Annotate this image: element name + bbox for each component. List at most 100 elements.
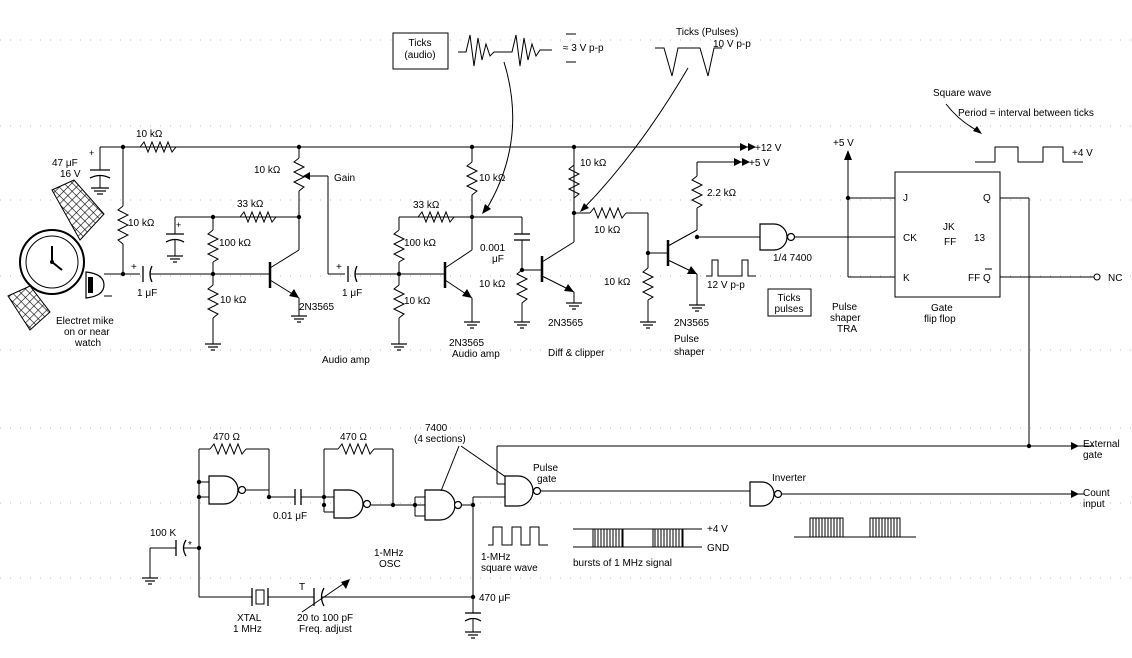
ff-jk-label: JK bbox=[943, 222, 955, 233]
osc-label: 1-MHz bbox=[374, 548, 403, 559]
resistor-10k-collector-3-label: 10 kΩ bbox=[580, 158, 607, 169]
crystal-1mhz bbox=[255, 589, 265, 605]
ff-k-pin: K bbox=[903, 273, 910, 284]
pulse-ticks-waveform bbox=[655, 47, 722, 77]
resistor-470-1-label: 470 Ω bbox=[213, 432, 240, 443]
external-gate-sublabel: gate bbox=[1083, 450, 1103, 461]
resistor-10k-base-2-label: 10 kΩ bbox=[404, 296, 431, 307]
audio-ticks-waveform bbox=[458, 34, 552, 67]
trimmer-t-label: T bbox=[299, 582, 305, 593]
resistor-10k-emitter-3 bbox=[641, 267, 655, 301]
resistor-10k-base-4-label: 10 kΩ bbox=[594, 225, 621, 236]
period-label: Period = interval between ticks bbox=[958, 108, 1094, 119]
plus12v-label: +12 V bbox=[755, 143, 782, 154]
nand7400-label: 7400 bbox=[425, 423, 448, 434]
cap-1uf-1-plus: + bbox=[131, 262, 137, 273]
osc-nand-gate-2 bbox=[333, 489, 364, 519]
nand-gate-7400-quarter bbox=[759, 223, 788, 251]
audio-ticks-label-box: Ticks (audio) bbox=[392, 32, 449, 70]
ff-pin-number: 13 bbox=[974, 233, 986, 244]
pulse-gate-nand bbox=[504, 475, 534, 507]
ff-ff-label: FF bbox=[944, 237, 956, 248]
resistor-10k-bias bbox=[116, 205, 130, 245]
cap-47uf-voltage: 16 V bbox=[60, 169, 81, 180]
inverter-nand bbox=[749, 481, 775, 507]
resistor-10k-emitter-3-label: 10 kΩ bbox=[604, 277, 631, 288]
pulse-gate-sublabel: gate bbox=[537, 474, 557, 485]
bursts-waveform bbox=[573, 528, 702, 548]
nand7400-sublabel: (4 sections) bbox=[414, 434, 466, 445]
pulses-amplitude-label: 10 V p-p bbox=[713, 39, 751, 50]
count-input-label: Count bbox=[1083, 488, 1110, 499]
ticks-pulses-label-box: Ticks pulses bbox=[767, 288, 812, 317]
trimmer-sublabel: Freq. adjust bbox=[299, 624, 352, 635]
gain-potentiometer[interactable] bbox=[292, 157, 306, 192]
cap-1uf-1-label: 1 μF bbox=[137, 288, 157, 299]
ff-q-pin: Q bbox=[983, 193, 991, 204]
resistor-10k-diff-label: 10 kΩ bbox=[479, 279, 506, 290]
diff-clipper-label: Diff & clipper bbox=[548, 348, 605, 359]
bursts-voltage-label: +4 V bbox=[707, 524, 728, 535]
square-wave-label: Square wave bbox=[933, 88, 992, 99]
plus5v-ff-label: +5 V bbox=[833, 138, 854, 149]
gate-ff-label: Gate bbox=[931, 303, 953, 314]
pulse-shaper-sublabel: shaper bbox=[674, 347, 705, 358]
resistor-10k-collector-3 bbox=[567, 164, 581, 199]
resistor-100k-1-label: 100 kΩ bbox=[219, 238, 251, 249]
resistor-10k-top bbox=[139, 140, 177, 154]
cap-47uf-plus-sign: + bbox=[89, 148, 94, 158]
bursts-label: bursts of 1 MHz signal bbox=[573, 558, 672, 569]
osc-sublabel: OSC bbox=[379, 559, 401, 570]
ff-qbar-pin: FF Q bbox=[968, 273, 991, 284]
transistor-q2-label: 2N3565 bbox=[449, 338, 484, 349]
osc-nand-gate-3 bbox=[424, 489, 456, 521]
ff-ck-pin: CK bbox=[903, 233, 917, 244]
resistor-100k-2 bbox=[392, 229, 406, 263]
pulse-shaper-tra-sublabel: shaper bbox=[830, 313, 861, 324]
osc-asterisk: * bbox=[188, 540, 192, 551]
resistor-100k-osc-label: 100 K bbox=[150, 528, 176, 539]
mike-label-line2: on or near bbox=[64, 327, 110, 338]
count-input-sublabel: input bbox=[1083, 499, 1105, 510]
square-1mhz-waveform bbox=[488, 526, 548, 546]
resistor-100k-2-label: 100 kΩ bbox=[404, 238, 436, 249]
resistor-10k-base-2 bbox=[392, 284, 406, 319]
square-1mhz-sublabel: square wave bbox=[481, 563, 538, 574]
resistor-10k-base-1 bbox=[206, 284, 220, 319]
cap-470uf-label: 470 μF bbox=[479, 593, 510, 604]
ticks-audio-label: Ticks bbox=[409, 38, 432, 49]
square-wave-waveform bbox=[975, 146, 1083, 163]
resistor-33k-1-label: 33 kΩ bbox=[237, 199, 264, 210]
trimmer-label: 20 to 100 pF bbox=[297, 613, 353, 624]
resistor-2k2-label: 2.2 kΩ bbox=[707, 188, 737, 199]
cap-001uf-label: 0.01 μF bbox=[273, 511, 307, 522]
bursts-gnd-label: GND bbox=[707, 543, 729, 554]
resistor-470-2-label: 470 Ω bbox=[340, 432, 367, 443]
ticks-pulses-box-sublabel: pulses bbox=[775, 304, 804, 315]
nand-quarter-label: 1/4 7400 bbox=[773, 253, 812, 264]
cap-1uf-2-plus: + bbox=[336, 262, 342, 273]
cap-0001uf-unit: μF bbox=[492, 254, 504, 265]
cap-0001uf-label: 0.001 bbox=[480, 243, 505, 254]
jk-flip-flop bbox=[894, 171, 1001, 298]
resistor-2k2 bbox=[690, 175, 704, 209]
pulse-shaper-label: Pulse bbox=[674, 334, 699, 345]
watch-illustration bbox=[7, 179, 105, 331]
transistor-q1-label: 2N3565 bbox=[299, 302, 334, 313]
osc-nand-gate-1 bbox=[208, 475, 239, 505]
resistor-10k-top-label: 10 kΩ bbox=[136, 129, 163, 140]
pulse-shaper-tra-label: Pulse bbox=[832, 302, 857, 313]
transistor-q2-sublabel: Audio amp bbox=[452, 349, 500, 360]
pulse-12v-label: 12 V p-p bbox=[707, 280, 745, 291]
resistor-10k-bias-label: 10 kΩ bbox=[128, 218, 155, 229]
resistor-10k-diff bbox=[515, 269, 529, 304]
gate-ff-sublabel: flip flop bbox=[924, 314, 956, 325]
resistor-470-2 bbox=[337, 442, 375, 456]
nc-label: NC bbox=[1108, 273, 1122, 284]
ff-j-pin: J bbox=[903, 193, 908, 204]
square-wave-voltage-label: +4 V bbox=[1072, 148, 1093, 159]
resistor-470-1 bbox=[209, 442, 247, 456]
pulse-gate-label: Pulse bbox=[533, 463, 558, 474]
audio-amplitude-marker bbox=[566, 33, 576, 63]
